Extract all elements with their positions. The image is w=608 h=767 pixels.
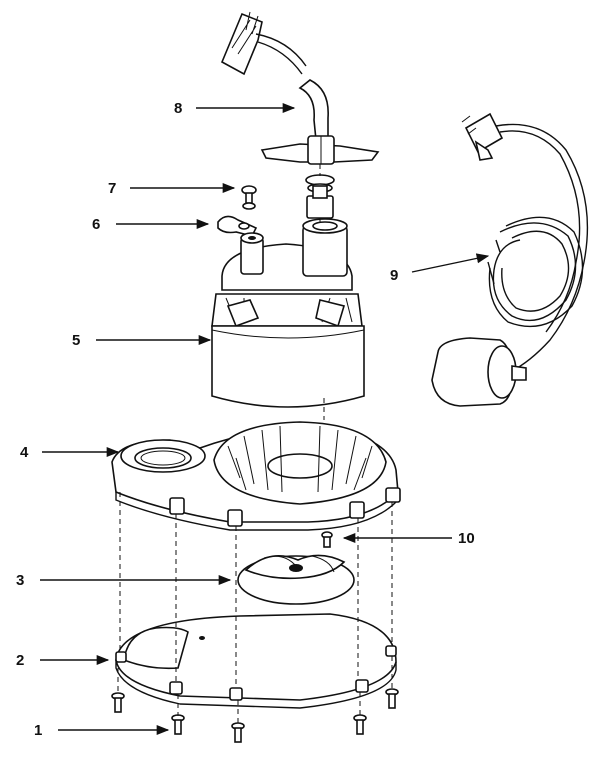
callout-3: 3 <box>16 572 24 589</box>
part-7-screw <box>241 185 257 210</box>
callout-1: 1 <box>34 722 42 739</box>
part-3-impeller <box>237 554 355 605</box>
alignment-lines <box>117 164 393 724</box>
part-2-bottom-plate <box>115 613 397 709</box>
part-5-motor-housing <box>211 218 365 408</box>
callout-2: 2 <box>16 652 24 669</box>
callout-5: 5 <box>72 332 80 349</box>
callout-labels: 1 2 3 4 5 6 7 8 9 10 <box>16 100 475 739</box>
callout-8: 8 <box>174 100 182 117</box>
callout-10: 10 <box>458 530 475 547</box>
part-4-volute-base <box>111 421 401 531</box>
callout-6: 6 <box>92 216 100 233</box>
callout-7: 7 <box>108 180 116 197</box>
part-9-float-switch <box>431 112 589 407</box>
callout-9: 9 <box>390 267 398 284</box>
part-1-screws <box>111 688 399 743</box>
leader-arrows <box>40 102 490 736</box>
callout-4: 4 <box>20 444 29 461</box>
part-10-screw <box>321 531 333 548</box>
